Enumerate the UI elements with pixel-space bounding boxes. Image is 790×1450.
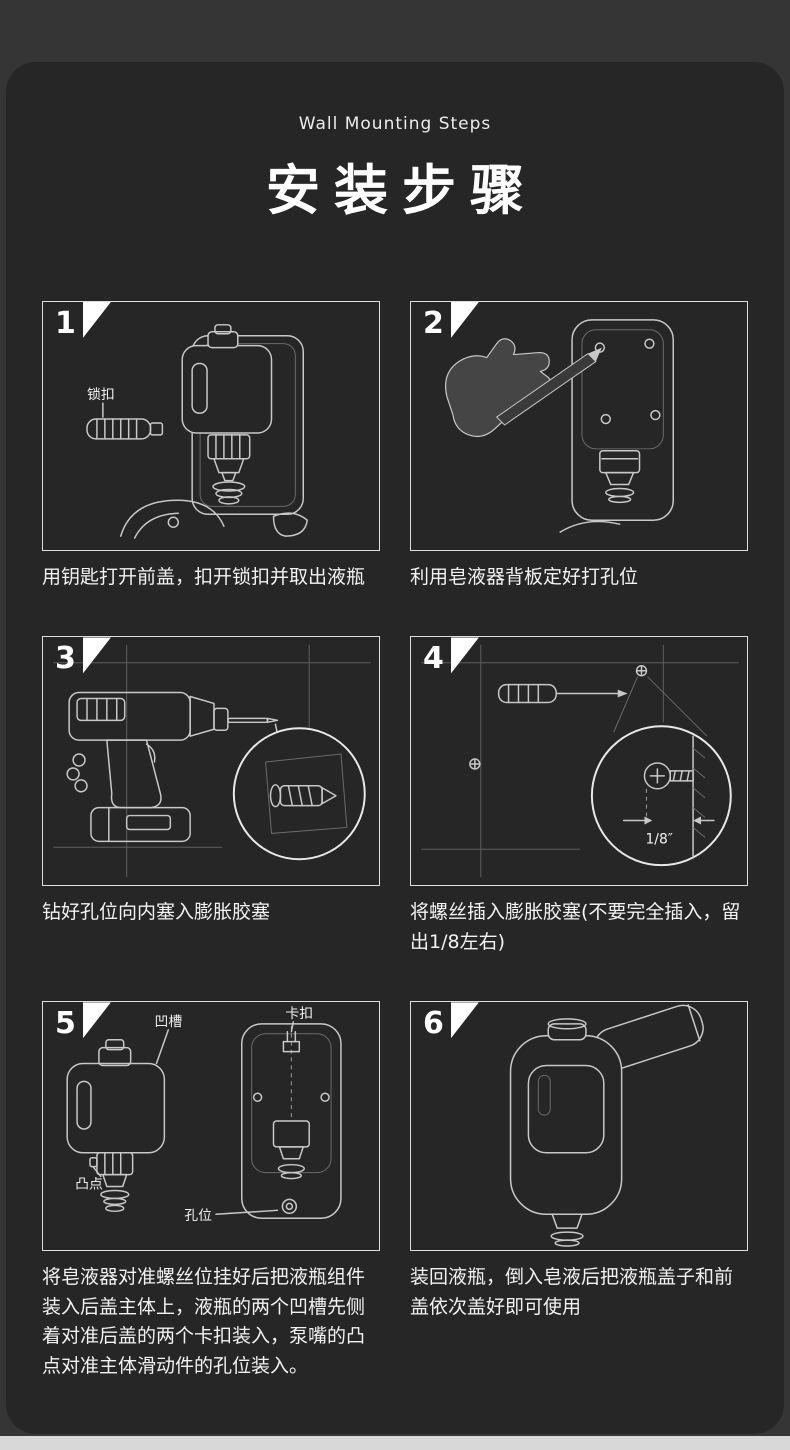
step-5-corner: 5 (43, 1002, 111, 1039)
step-1: 1 (42, 301, 380, 592)
subtitle: Wall Mounting Steps (298, 114, 492, 134)
step-3-panel: 3 (42, 636, 380, 887)
back-cover-inner-drawing (241, 1023, 342, 1220)
step-4-panel: 4 (410, 636, 748, 887)
step-number: 6 (423, 1006, 444, 1042)
corner-triangle-decoration (82, 637, 111, 674)
step-3-illustration (53, 645, 371, 878)
wall-tile-grid (421, 645, 739, 878)
header: Wall Mounting Steps 安装步骤 (6, 114, 784, 225)
bottle-assembly-drawing (66, 1039, 166, 1213)
step-number: 4 (423, 641, 444, 677)
bump-label: 凸点 (75, 1177, 103, 1193)
step-2-panel: 2 (410, 301, 748, 551)
step-6: 6 (410, 1001, 748, 1381)
step-number: 3 (55, 641, 76, 677)
groove-label: 凹槽 (154, 1014, 182, 1030)
step-3: 3 (42, 636, 380, 957)
step-6-panel: 6 (410, 1001, 748, 1252)
step-1-caption: 用钥匙打开前盖，扣开锁扣并取出液瓶 (42, 566, 366, 588)
step-1-corner: 1 (43, 302, 111, 339)
assembled-dispenser-drawing (509, 1018, 623, 1248)
step-number: 1 (55, 306, 76, 341)
step-3-corner: 3 (43, 637, 111, 674)
back-plate-drawing (559, 319, 674, 533)
step-6-illustration (509, 1004, 704, 1248)
step-4-illustration: 1/8″ (421, 645, 739, 878)
corner-triangle-decoration (450, 1002, 479, 1039)
wall-tile-grid (53, 645, 371, 878)
corner-triangle-decoration (450, 637, 479, 674)
step-4-corner: 4 (411, 637, 479, 674)
step-1-illustration: 锁扣 (86, 324, 308, 539)
lock-pin-drawing (86, 402, 164, 440)
step-4: 4 (410, 636, 748, 957)
marker-pen-drawing (495, 347, 602, 426)
step-5-illustration: 凹槽 卡扣 凸点 孔位 (66, 1006, 342, 1225)
screwdriver-drawing (497, 684, 628, 704)
step-2-corner: 2 (411, 302, 479, 339)
step-2-caption: 利用皂液器背板定好打孔位 (410, 566, 639, 588)
corner-triangle-decoration (450, 302, 479, 338)
hand-silhouette (444, 338, 552, 438)
step-5: 5 (42, 1001, 380, 1381)
dispenser-open-drawing (181, 324, 304, 516)
steps-grid: 1 (6, 301, 784, 1425)
depth-label: 1/8″ (645, 832, 673, 848)
corner-triangle-decoration (82, 302, 111, 338)
step-number: 5 (55, 1006, 76, 1042)
corner-triangle-decoration (82, 1002, 111, 1039)
instruction-sheet: Wall Mounting Steps 安装步骤 1 (6, 62, 784, 1434)
front-cover-drawing (119, 499, 308, 539)
screw-heads (469, 665, 648, 771)
step-6-caption: 装回液瓶，倒入皂液后把液瓶盖子和前盖依次盖好即可使用 (410, 1266, 734, 1318)
step-3-caption: 钻好孔位向内塞入膨胀胶塞 (42, 901, 271, 924)
clip-label: 卡扣 (285, 1006, 313, 1022)
step-6-corner: 6 (411, 1002, 479, 1039)
anchor-magnifier-inset (232, 727, 366, 861)
step-2: 2 (410, 301, 748, 592)
step-5-panel: 5 (42, 1001, 380, 1252)
hole-label: 孔位 (184, 1209, 212, 1225)
step-number: 2 (423, 306, 444, 341)
page-title: 安装步骤 (266, 159, 538, 222)
page-bottom-strip (0, 1436, 790, 1450)
step-5-caption: 将皂液器对准螺丝位挂好后把液瓶组件装入后盖主体上，液瓶的两个凹槽先侧着对准后盖的… (42, 1266, 366, 1377)
step-2-illustration (444, 319, 674, 533)
step-1-panel: 1 (42, 301, 380, 551)
drill-drawing (66, 692, 279, 843)
step-4-caption: 将螺丝插入膨胀胶塞(不要完全插入，留出1/8左右) (410, 901, 741, 953)
lock-label: 锁扣 (87, 387, 115, 403)
screw-depth-magnifier-inset: 1/8″ (590, 725, 732, 867)
